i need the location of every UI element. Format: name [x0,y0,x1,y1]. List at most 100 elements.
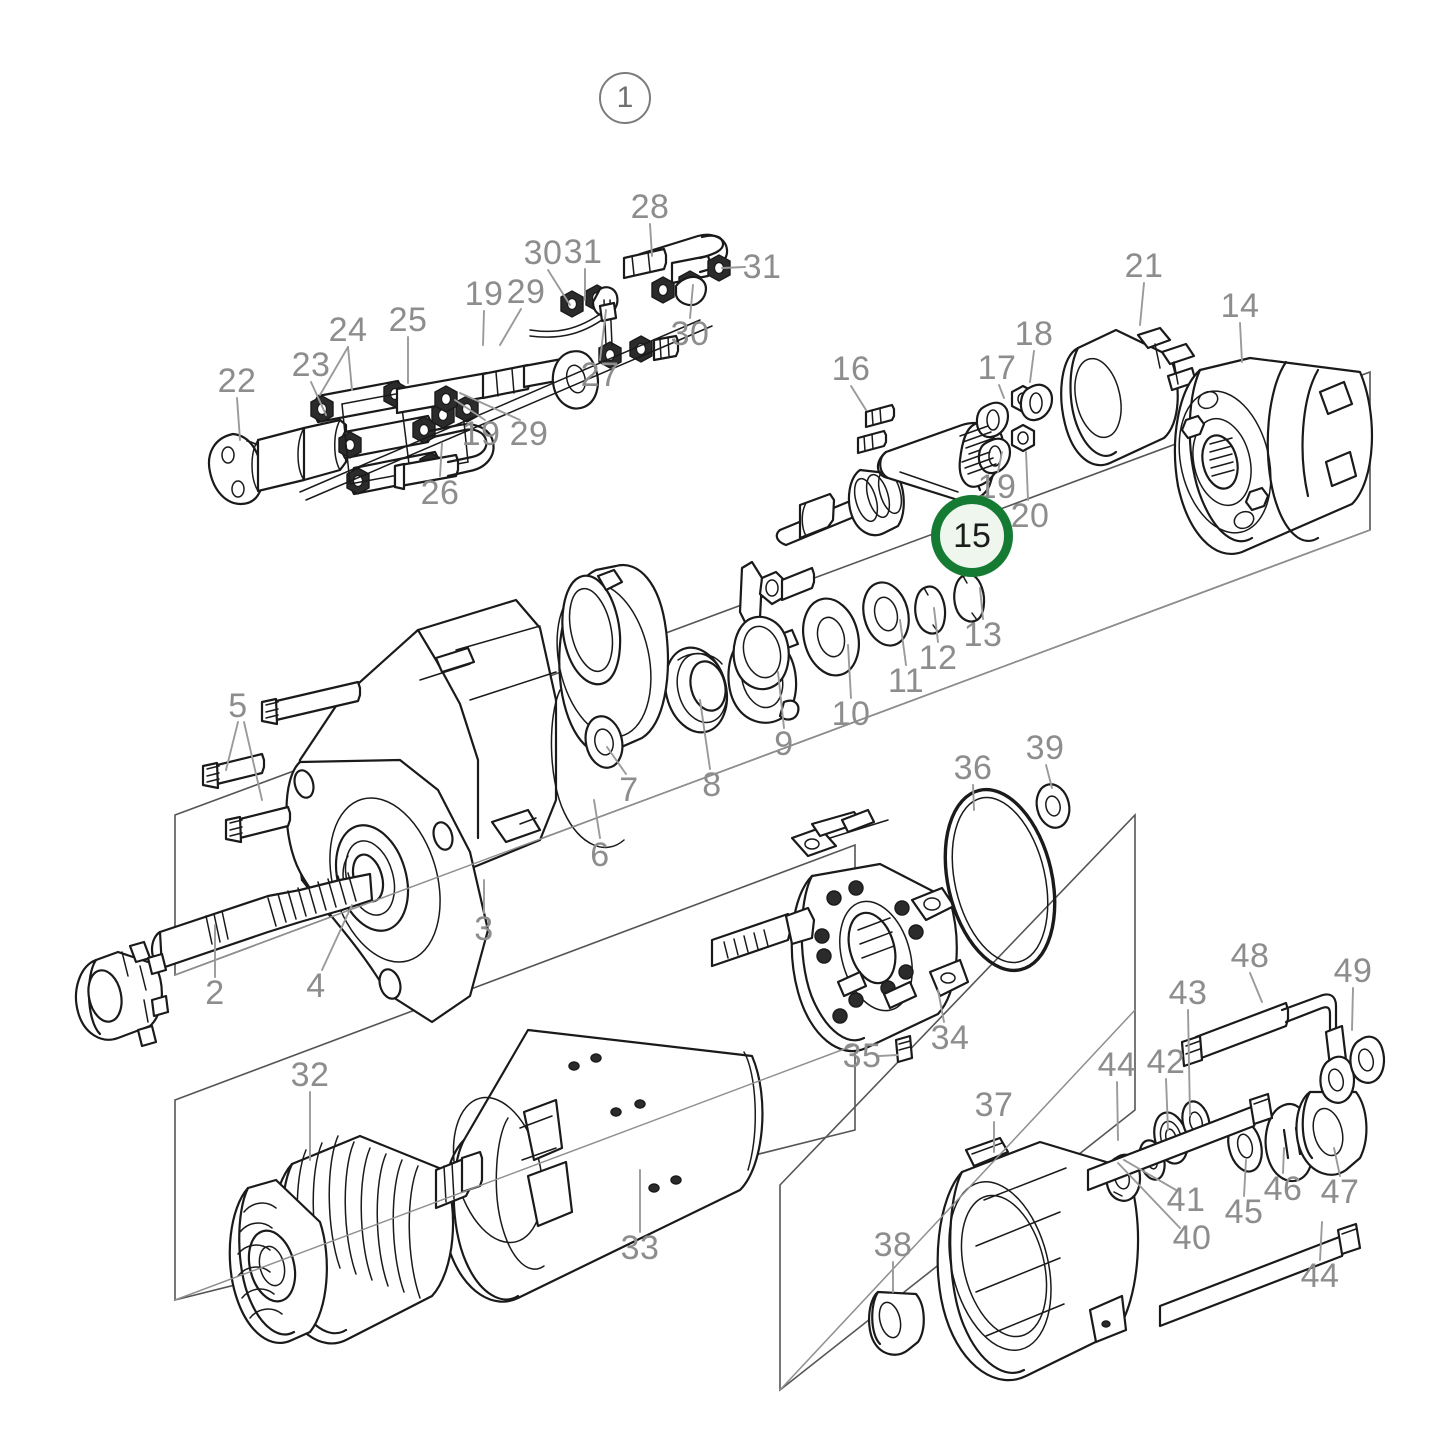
part-label-3[interactable]: 3 [474,910,494,948]
part-25-pushrod [395,350,600,415]
brush-holder-assembly [710,783,1071,1064]
part-label-10[interactable]: 10 [831,695,871,733]
part-12-snapring [914,585,947,635]
part-label-8[interactable]: 8 [702,766,722,804]
part-label-9[interactable]: 9 [774,725,794,763]
part-label-17[interactable]: 17 [977,349,1017,387]
part-label-44[interactable]: 44 [1300,1257,1340,1295]
part-label-31[interactable]: 31 [742,248,782,286]
part-11-washer [862,581,910,647]
part-label-19[interactable]: 19 [461,415,501,453]
part-label-47[interactable]: 47 [1320,1173,1360,1211]
part-label-37[interactable]: 37 [974,1086,1014,1124]
part-label-29[interactable]: 29 [506,273,546,311]
leader-line [1045,764,1053,789]
part-3-housing [201,598,558,1024]
part-label-45[interactable]: 45 [1224,1193,1264,1231]
leader-line [1333,1147,1341,1177]
part-label-48[interactable]: 48 [1230,937,1270,975]
leader-line [878,1054,899,1057]
part-label-25[interactable]: 25 [388,301,428,339]
part-47-bushing [1295,1090,1368,1176]
part-label-28[interactable]: 28 [630,188,670,226]
part-label-29[interactable]: 29 [509,415,549,453]
leader-line [899,619,907,666]
part-label-14[interactable]: 14 [1220,287,1260,325]
leader-line [225,721,239,771]
part-label-7[interactable]: 7 [619,771,639,809]
part-label-26[interactable]: 26 [420,474,460,512]
part-5-bolts [201,680,362,844]
leader-line [439,442,443,477]
leader-line [847,644,852,699]
part-33-field-frame [441,1028,764,1303]
part-label-24[interactable]: 24 [328,311,368,349]
leader-line [1123,1159,1177,1191]
leader-line [236,397,241,441]
part-7-gasket [556,563,669,769]
part-label-43[interactable]: 43 [1168,974,1208,1012]
leader-line [347,346,353,391]
leader-lines [214,223,1354,1293]
leader-line [1282,1147,1285,1174]
part-label-42[interactable]: 42 [1146,1043,1186,1081]
part-25-eyelet [551,350,600,410]
leader-line [997,451,1003,473]
part-label-23[interactable]: 23 [291,346,331,384]
part-label-33[interactable]: 33 [620,1229,660,1267]
part-label-40[interactable]: 40 [1172,1219,1212,1257]
leader-line [972,784,975,811]
part-label-16[interactable]: 16 [831,350,871,388]
armature-windings [237,1202,283,1319]
part-label-11[interactable]: 11 [887,662,925,700]
leader-line [482,310,485,346]
part-label-19[interactable]: 19 [464,275,504,313]
leader-line [1351,987,1354,1031]
part-label-46[interactable]: 46 [1263,1170,1303,1208]
part-label-44[interactable]: 44 [1097,1046,1137,1084]
leader-line [310,381,327,416]
part-14-drive-clutch [1173,356,1374,555]
part-27-clip [529,301,618,338]
part-label-5[interactable]: 5 [228,687,248,725]
part-label-35[interactable]: 35 [842,1037,882,1075]
part-label-27[interactable]: 27 [580,356,620,394]
leader-line [979,587,984,620]
part-label-4[interactable]: 4 [306,967,326,1005]
highlighted-callout-15[interactable]: 15 [931,495,1013,577]
leader-line [1319,1221,1323,1261]
part-label-12[interactable]: 12 [918,639,958,677]
shift-linkage-assembly [207,233,731,506]
end-frame-assembly [868,993,1386,1382]
part-13-snapring [953,573,986,623]
leader-line [1117,1162,1181,1229]
part-36-oring [943,787,1057,973]
part-label-21[interactable]: 21 [1124,247,1164,285]
part-label-30[interactable]: 30 [523,234,563,272]
part-label-36[interactable]: 36 [953,749,993,787]
part-label-30[interactable]: 30 [670,315,710,353]
leader-line [850,385,867,411]
leader-line [1029,350,1035,383]
part-label-18[interactable]: 18 [1014,315,1054,353]
solenoid-plunger [847,468,905,537]
part-label-38[interactable]: 38 [873,1226,913,1264]
leader-line [1249,972,1263,1003]
part-label-22[interactable]: 22 [217,362,257,400]
part-label-39[interactable]: 39 [1025,729,1065,767]
parts-30-31-right [651,254,731,307]
part-label-31[interactable]: 31 [563,233,603,271]
part-label-49[interactable]: 49 [1333,952,1373,990]
part-label-2[interactable]: 2 [205,974,225,1012]
figure-callout-1[interactable]: 1 [599,72,651,124]
shift-lever [732,560,816,691]
part-label-34[interactable]: 34 [930,1019,970,1057]
leader-line [547,269,571,306]
part-label-20[interactable]: 20 [1010,497,1050,535]
part-label-32[interactable]: 32 [290,1056,330,1094]
parts-19-20-lower [961,423,1036,475]
panel-armature-field [174,843,856,1302]
part-label-41[interactable]: 41 [1166,1181,1206,1219]
part-label-13[interactable]: 13 [963,616,1003,654]
part-label-6[interactable]: 6 [590,836,610,874]
